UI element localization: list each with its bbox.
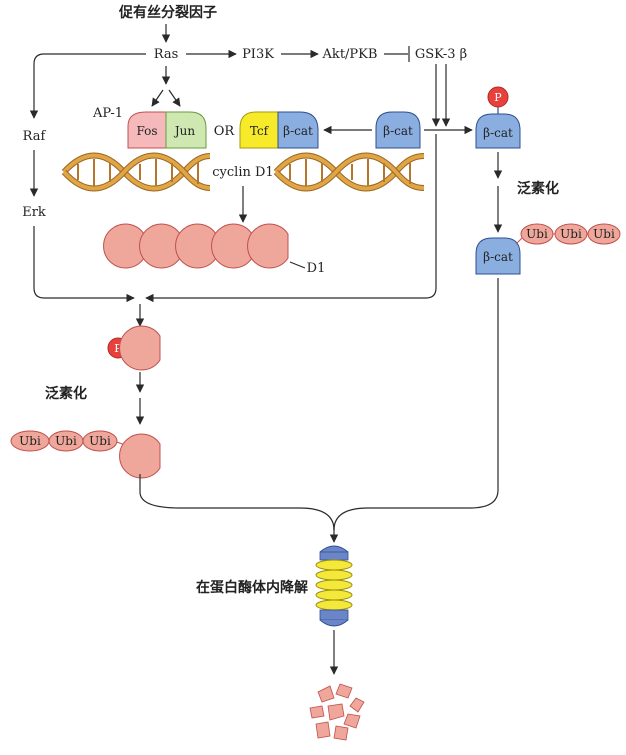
phospho-cyclin-d1 <box>119 325 161 371</box>
phosphate-cyclin-label: P <box>114 342 122 355</box>
jun-box <box>165 111 207 149</box>
bcat-free-label: β-cat <box>383 124 413 138</box>
arrow-gsk-to-merge <box>145 134 437 303</box>
cyclin-d1-gene-label: cyclin D1 <box>212 165 273 180</box>
arrow-erk-merge <box>33 226 135 303</box>
phosphate-bcat-label: P <box>494 91 502 104</box>
arrow-to-jun <box>168 89 181 107</box>
peptide-fragments-icon <box>309 683 365 741</box>
ubi-bcat-2: Ubi <box>560 227 582 241</box>
bcat-free-box <box>375 111 421 149</box>
ubiquitinated-cyclin-d1 <box>119 433 161 479</box>
proteasome-degradation-label: 在蛋白酶体内降解 <box>196 579 308 596</box>
bcat-phos-label: β-cat <box>483 126 513 140</box>
bcat-nuclear-box <box>277 111 319 149</box>
ubi-cyclin-1: Ubi <box>19 434 41 448</box>
bcat-ubi-label: β-cat <box>483 250 513 264</box>
cyclin-d1-protein-row <box>103 223 289 269</box>
fos-label: Fos <box>136 124 157 138</box>
dna-helix-left <box>61 152 211 192</box>
ubi-cyclin-2: Ubi <box>55 434 77 448</box>
ras-label: Ras <box>154 47 179 62</box>
tcf-label: Tcf <box>250 124 270 138</box>
ubi-cyclin-3: Ubi <box>89 434 111 448</box>
ubi-bcat-3: Ubi <box>593 227 615 241</box>
line-cyclin-to-proteasome <box>139 474 335 531</box>
fos-box <box>127 111 167 149</box>
ubiquitination-bcat-label: 泛素化 <box>517 180 559 197</box>
tcf-box <box>239 111 279 149</box>
dna-helix-right <box>273 152 425 192</box>
pi3k-label: PI3K <box>242 47 274 62</box>
ubiquitin-chain-bcat: Ubi Ubi Ubi <box>515 223 621 245</box>
ubiquitin-chain-cyclin: Ubi Ubi Ubi <box>10 430 137 452</box>
akt-label: Akt/PKB <box>322 47 378 62</box>
proteasome-icon <box>315 545 353 627</box>
phosphate-bcat-icon <box>487 86 509 108</box>
mitogen-label: 促有丝分裂因子 <box>118 4 217 21</box>
jun-label: Jun <box>173 124 196 138</box>
d1-leader-line <box>289 261 306 269</box>
bcat-nuclear-label: β-cat <box>283 124 313 138</box>
arrow-ras-raf <box>29 53 146 119</box>
gsk-label: GSK-3 β <box>415 47 467 62</box>
ubiquitination-cyclin-label: 泛素化 <box>45 385 87 402</box>
d1-label: D1 <box>307 261 326 276</box>
ap1-label: AP-1 <box>92 106 123 121</box>
ubi-bcat-1: Ubi <box>526 227 548 241</box>
bcat-phos-box <box>475 113 521 149</box>
line-bcat-to-proteasome <box>333 278 499 531</box>
erk-label: Erk <box>22 205 46 220</box>
arrow-to-fos <box>151 89 164 107</box>
or-label: OR <box>214 124 236 139</box>
bcat-ubi-box <box>475 237 521 275</box>
raf-label: Raf <box>23 129 47 144</box>
